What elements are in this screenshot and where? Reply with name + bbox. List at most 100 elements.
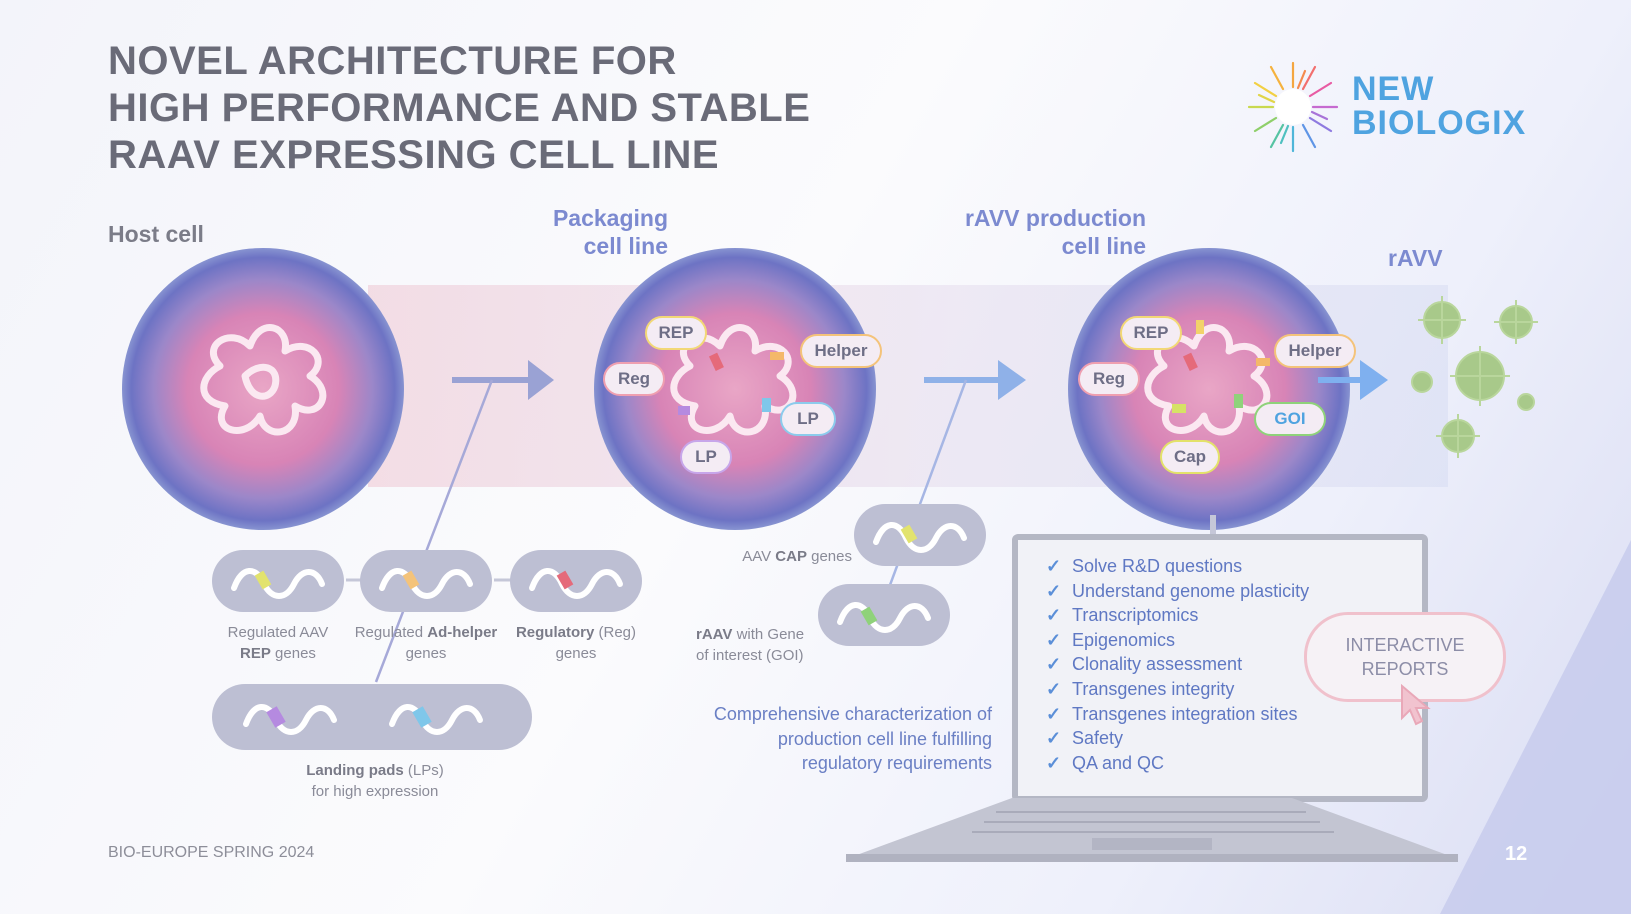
checklist-item: ✓ Understand genome plasticity: [1046, 579, 1309, 604]
title-line-2: HIGH PERFORMANCE AND STABLE: [108, 86, 811, 130]
plasmid-reg-caption-line-2: genes: [555, 645, 597, 662]
check-icon: ✓: [1046, 629, 1062, 650]
check-icon: ✓: [1046, 678, 1062, 699]
logo-line-2: BIOLOGIX: [1352, 104, 1527, 142]
connector-line-2: [878, 379, 968, 613]
check-icon: ✓: [1046, 703, 1062, 724]
plasmid-rep-caption-line-1: Regulated AAV: [227, 624, 329, 641]
check-icon: ✓: [1046, 556, 1062, 576]
plasmid-reg-icon: [529, 568, 623, 599]
production-goi-label: GOI: [1254, 402, 1326, 436]
plasmid-goi-caption-line-2: of interest (GOI): [696, 647, 804, 664]
host-chromosome-icon: [200, 324, 327, 436]
plasmid-reg: [510, 550, 642, 612]
stage-packaging-line-2: cell line: [583, 233, 668, 259]
checklist-item: ✓ Safety: [1046, 726, 1309, 751]
checklist-item: ✓ QA and QC: [1046, 751, 1309, 776]
production-chromosome-icon: [1144, 320, 1271, 436]
checklist-item-label: Transgenes integration sites: [1072, 703, 1298, 724]
plasmid-helper-icon: [379, 568, 473, 599]
analysis-checklist: ✓ Solve R&D questions ✓ Understand genome …: [1046, 554, 1309, 775]
interactive-reports-badge[interactable]: INTERACTIVE REPORTS: [1304, 612, 1506, 702]
plasmid-helper-caption-lead: Regulated: [354, 624, 428, 641]
checklist-item-label: QA and QC: [1072, 752, 1165, 773]
description-line-2: production cell line fulfilling: [777, 728, 992, 749]
decorative-corner-shape: [1440, 540, 1631, 914]
logo-text: NEW BIOLOGIX: [1352, 72, 1526, 140]
stage-packaging-line-1: Packaging: [552, 205, 668, 231]
packaging-lp2-label: LP: [680, 440, 732, 474]
plasmid-landing-pads: [212, 684, 532, 750]
plasmid-rep: [212, 550, 344, 612]
description-line-3: regulatory requirements: [801, 753, 992, 773]
checklist-item-label: Safety: [1072, 728, 1124, 749]
plasmid-lp-caption-rest: (LPs): [403, 762, 444, 779]
checklist-item: ✓ Transgenes integration sites: [1046, 702, 1309, 727]
checklist-item: ✓Clonality assessment: [1046, 652, 1309, 677]
plasmid-rep-caption: Regulated AAV REP genes: [206, 622, 350, 664]
slide-title: NOVEL ARCHITECTURE FOR HIGH PERFORMANCE …: [108, 38, 810, 179]
plasmid-goi-caption-rest: with Gene: [732, 626, 805, 643]
sunburst-logo-icon: [1247, 61, 1339, 153]
characterization-description: Comprehensive characterization of produc…: [690, 702, 992, 776]
plasmid-lp-caption-line-1: Landing pads (LPs): [286, 760, 464, 781]
production-cap-label: Cap: [1160, 440, 1220, 474]
plasmid-goi-caption-bold: rAAV: [696, 626, 733, 643]
stage-production-line-1: rAVV production: [964, 205, 1146, 231]
cursor-pointer-icon: [1401, 684, 1431, 726]
check-icon: ✓: [1046, 752, 1062, 773]
checklist-item-label: Solve R&D questions: [1072, 556, 1243, 576]
plasmid-reg-caption-line-1: Regulatory (Reg): [506, 622, 646, 643]
title-line-3: RAAV EXPRESSING CELL LINE: [108, 133, 720, 177]
checklist-item: ✓ Solve R&D questions: [1046, 554, 1309, 579]
checklist-item: ✓ Epigenomics: [1046, 628, 1309, 653]
checklist-item-label: Understand genome plasticity: [1072, 580, 1310, 601]
production-helper-label: Helper: [1274, 334, 1356, 368]
checklist-item: ✓ Transgenes integrity: [1046, 677, 1309, 702]
page-number: 12: [1505, 843, 1528, 865]
plasmid-landing-pads-icon: [243, 704, 483, 735]
packaging-reg-label: Reg: [603, 362, 665, 396]
stage-host-label: Host cell: [108, 221, 204, 247]
plasmid-helper-caption: Regulated Ad-helper genes: [346, 622, 506, 664]
plasmid-goi-icon: [837, 602, 931, 633]
logo-line-1: NEW: [1352, 70, 1435, 108]
title-line-1: NOVEL ARCHITECTURE FOR: [108, 39, 677, 83]
report-line-1: INTERACTIVE: [1345, 635, 1465, 655]
arrow-production-to-ravv: [1318, 360, 1388, 400]
stage-packaging-label: Packaging cell line: [520, 204, 668, 260]
plasmid-rep-caption-bold: REP: [240, 645, 271, 662]
plasmid-reg-caption-rest: (Reg): [594, 624, 637, 641]
arrow-host-to-packaging: [452, 360, 554, 400]
packaging-lp1-label: LP: [780, 402, 836, 436]
plasmid-cap-caption-bold: CAP: [775, 548, 807, 565]
check-icon: ✓: [1046, 654, 1062, 675]
plasmid-helper-caption-bold: Ad-helper: [427, 624, 498, 641]
plasmid-lp-caption-line-2: for high expression: [311, 783, 439, 800]
production-reg-label: Reg: [1078, 362, 1140, 396]
check-icon: ✓: [1046, 728, 1062, 749]
plasmid-cap: [854, 504, 986, 566]
plasmid-cap-caption-rest: genes: [806, 548, 852, 565]
checklist-item-label: Transcriptomics: [1072, 605, 1199, 626]
arrow-packaging-to-production: [924, 360, 1026, 400]
plasmid-reg-caption-bold: Regulatory: [515, 624, 595, 641]
checklist-item-label: Transgenes integrity: [1072, 678, 1235, 699]
plasmid-reg-caption: Regulatory (Reg) genes: [506, 622, 646, 664]
plasmid-rep-caption-line-2: REP genes: [206, 643, 350, 664]
plasmid-lp-caption: Landing pads (LPs) for high expression: [286, 760, 464, 802]
plasmid-cap-caption: AAV CAP genes: [730, 546, 852, 567]
stage-production-label: rAVV production cell line: [930, 204, 1146, 260]
plasmid-helper-caption-line-1: Regulated Ad-helper: [346, 622, 506, 643]
plasmid-cap-caption-lead: AAV: [742, 548, 776, 565]
plasmid-cap-icon: [873, 522, 967, 553]
plasmid-rep-icon: [231, 568, 325, 599]
check-icon: ✓: [1046, 580, 1062, 601]
plasmid-helper: [360, 550, 492, 612]
plasmid-rep-caption-rest: genes: [270, 645, 316, 662]
plasmid-goi: [818, 584, 950, 646]
laptop-base-icon: [846, 798, 1458, 862]
stage-ravv-label: rAVV: [1388, 245, 1443, 271]
checklist-item-label: Epigenomics: [1072, 629, 1176, 650]
plasmid-lp-caption-bold: Landing pads: [306, 762, 404, 779]
